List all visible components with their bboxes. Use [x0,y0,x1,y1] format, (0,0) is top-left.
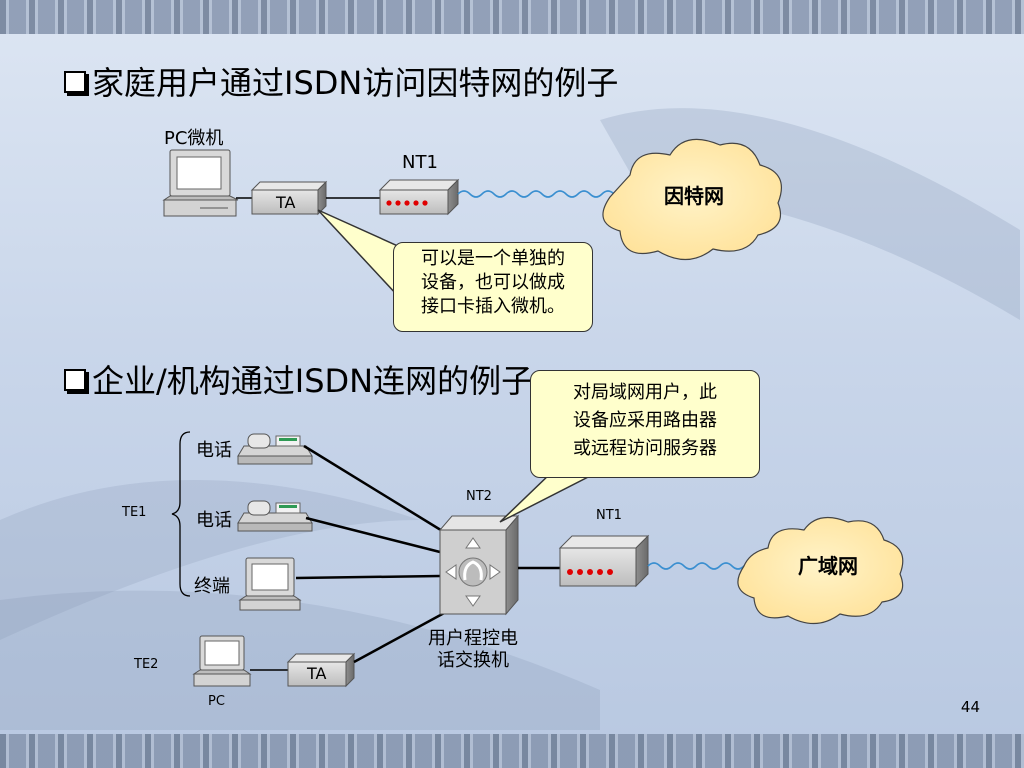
terminal-icon [238,557,302,611]
internet-cloud-label: 因特网 [664,184,724,208]
phone1-icon [237,433,313,465]
enterprise-callout-line: 对局域网用户，此 [573,382,717,403]
home-pc-icon [162,149,239,217]
page-number: 44 [960,698,980,716]
te1-label: TE1 [122,505,147,520]
home-ta-box [250,180,328,216]
enterprise-callout: 对局域网用户，此 设备应采用路由器 或远程访问服务器 [530,370,760,478]
terminal-label: 终端 [194,576,230,597]
home-callout: 可以是一个单独的 设备，也可以做成 接口卡插入微机。 [393,242,593,332]
wan-cloud-label: 广域网 [798,554,858,578]
home-section-title: 家庭用户通过ISDN访问因特网的例子 [64,58,618,104]
te1-bracket [171,431,191,597]
home-callout-line: 可以是一个单独的 [421,248,565,269]
te2-label: TE2 [134,657,159,672]
enterprise-callout-line: 设备应采用路由器 [573,410,717,431]
enterprise-callout-line: 或远程访问服务器 [573,438,717,459]
phone1-label: 电话 [196,440,232,461]
pbx-label-line: 用户程控电 [428,628,518,649]
top-border-decoration [0,0,1024,34]
home-callout-line: 设备，也可以做成 [421,272,565,293]
phone2-label: 电话 [196,510,232,531]
pbx-label: 用户程控电 话交换机 [418,628,528,672]
enterprise-ta-box [286,652,356,688]
te2-pc-label: PC [208,694,225,709]
bullet-box-icon [64,369,86,391]
home-internet-cloud [602,138,782,261]
home-callout-line: 接口卡插入微机。 [421,296,565,317]
wan-cloud [737,516,904,625]
home-nt1-label: NT1 [402,152,438,173]
enterprise-ta-label: TA [307,664,327,683]
phone2-icon [237,500,313,532]
bullet-box-icon [64,71,86,93]
bottom-border-decoration [0,734,1024,768]
enterprise-nt1-label: NT1 [596,508,622,523]
home-nt1-box [378,178,460,216]
enterprise-section-title: 企业/机构通过ISDN连网的例子 [64,356,533,402]
nt2-pbx-box [438,514,520,616]
pbx-label-line: 话交换机 [437,650,509,671]
enterprise-isdn-link [647,562,757,570]
home-ta-label: TA [276,193,296,212]
home-pc-label: PC微机 [164,128,224,149]
nt2-label: NT2 [466,489,492,504]
te2-pc-icon [192,635,252,687]
home-isdn-link [457,190,615,198]
enterprise-nt1-box [558,534,650,588]
enterprise-callout-tail [499,471,597,523]
